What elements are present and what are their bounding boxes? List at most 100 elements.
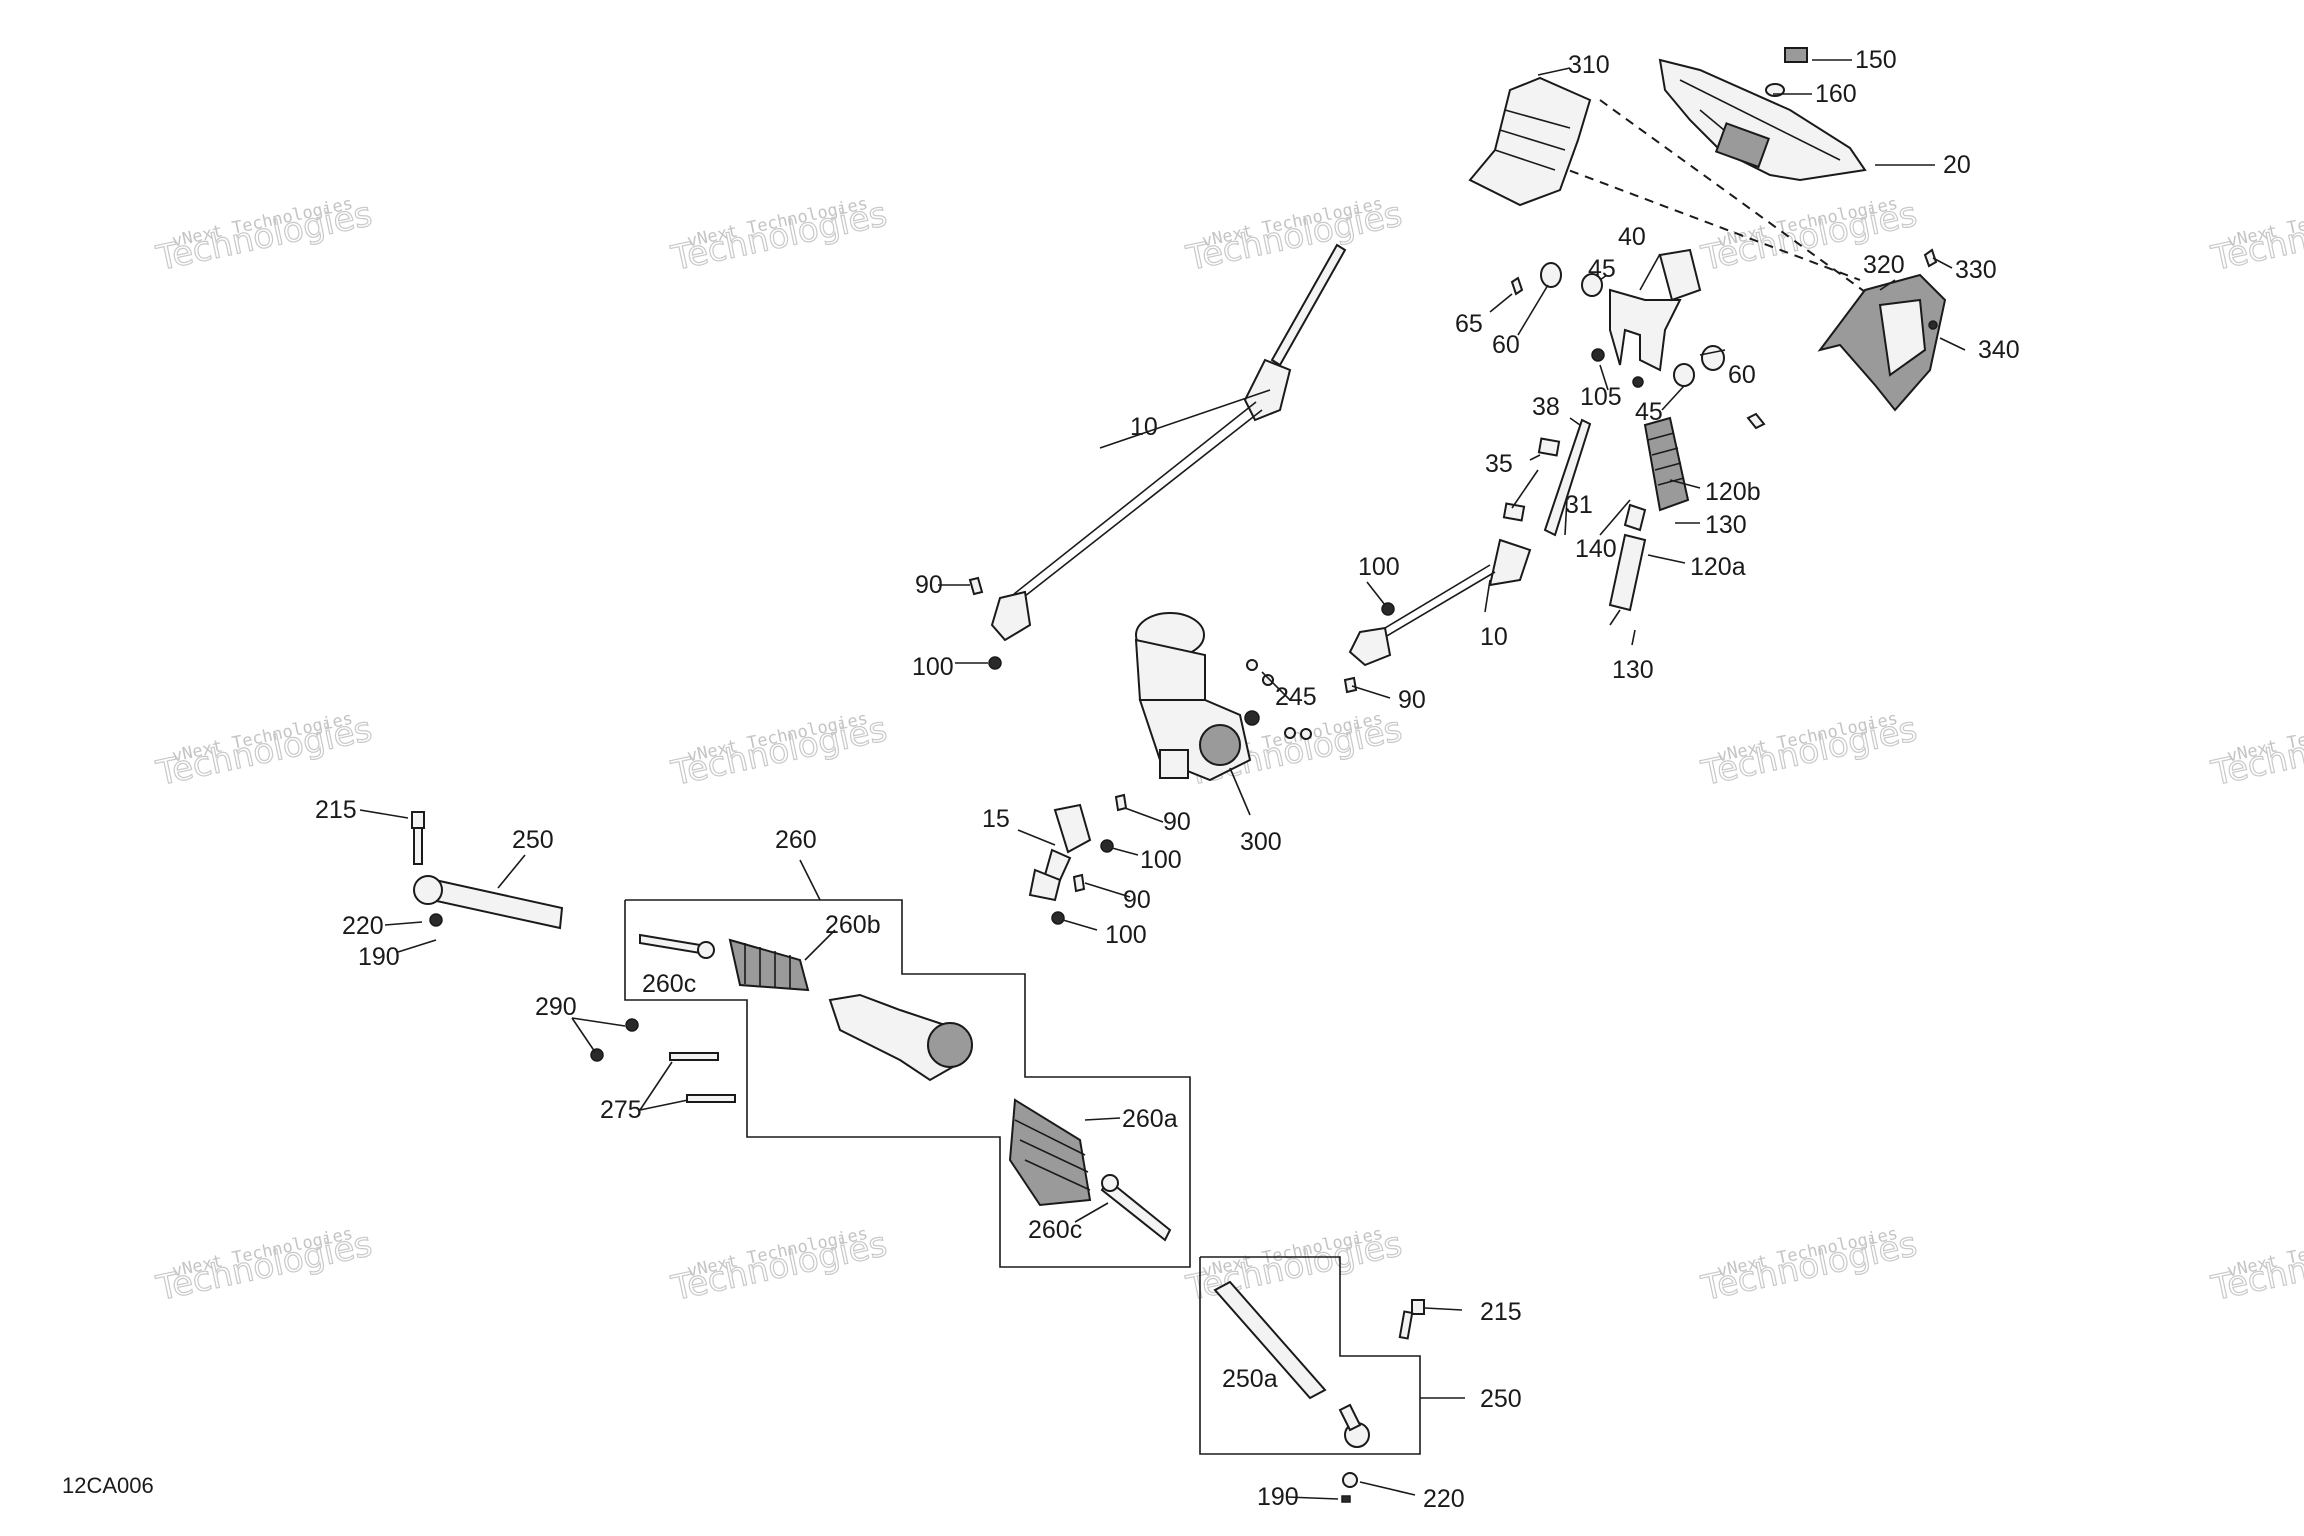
nut-245-part [1284,727,1296,739]
bolt-215-part [1398,1299,1425,1340]
steering-wheel-part [1658,58,1867,182]
callout-90: 90 [1123,886,1151,914]
callout-100: 100 [912,653,954,681]
watermark: Technologies vNext Technologies [1697,709,1921,795]
callout-60: 60 [1492,331,1520,359]
bolt-330-part [1923,248,1938,268]
diagram-code: 12CA006 [62,1473,154,1498]
callout-310: 310 [1568,51,1610,79]
bolt-90-part [968,576,984,596]
callout-20: 20 [1943,151,1971,179]
assembly-line [1599,99,1891,311]
nut-105-part [1591,348,1605,362]
callout-100: 100 [1140,846,1182,874]
power-steering-unit-part [1134,612,1260,782]
callout-245: 245 [1275,683,1317,711]
bolt-90-part [1114,793,1128,812]
callout-90: 90 [915,571,943,599]
callout-190: 190 [1257,1483,1299,1511]
callout-65: 65 [1455,310,1483,338]
steering-cover-part [1468,76,1592,207]
callout-190: 190 [358,943,400,971]
callout-260c: 260c [1028,1216,1082,1244]
bolt-275-part [686,1094,736,1103]
callout-100: 100 [1105,921,1147,949]
callout-labels: 310 150 160 20 40 45 65 60 320 330 340 1… [315,46,2020,1513]
nut-290-part [625,1018,639,1032]
watermark: Technologies vNext Technologies [667,709,891,795]
callout-215: 215 [315,796,357,824]
washer-160-part [1765,83,1785,97]
sleeve-35-part [1502,502,1526,522]
nut-245-part [1300,728,1312,740]
watermark: Technologies vNext Technologies [152,194,376,280]
bushing-45-part [1581,273,1603,297]
nut-105-part [1632,376,1644,388]
watermark: Technologies vNext Technologies [152,709,376,795]
callout-45: 45 [1588,255,1616,283]
bolt-215-part [411,811,425,865]
bolt-90-part [1072,873,1086,893]
group-box-260 [624,899,1191,1268]
bolt-275-part [669,1052,719,1061]
callout-215: 215 [1480,1298,1522,1326]
callout-340: 340 [1978,336,2020,364]
callout-35: 35 [1485,450,1513,478]
callout-320: 320 [1863,251,1905,279]
callout-130: 130 [1612,656,1654,684]
callout-100: 100 [1358,553,1400,581]
callout-130: 130 [1705,511,1747,539]
bracket-40-part [1609,248,1702,372]
housing-320-part [1817,273,1947,412]
tie-rod-250-part [413,875,564,930]
callout-260a: 260a [1122,1105,1178,1133]
callout-40: 40 [1618,223,1646,251]
callout-10: 10 [1480,623,1508,651]
callout-330: 330 [1955,256,1997,284]
callout-90: 90 [1163,808,1191,836]
callout-220: 220 [342,912,384,940]
damper-120a-part [1608,503,1647,626]
callout-250: 250 [1480,1385,1522,1413]
callout-105: 105 [1580,383,1622,411]
callout-260b: 260b [825,911,881,939]
watermark: Technologies vNext Technologies [2207,194,2304,280]
callout-260c: 260c [642,970,696,998]
nut-100-part [1381,602,1395,616]
nut-245-part [1246,659,1258,671]
callout-260: 260 [775,826,817,854]
callout-250a: 250a [1222,1365,1278,1393]
callout-31: 31 [1565,491,1593,519]
callout-140: 140 [1575,535,1617,563]
lower-shaft-15-part [1028,803,1092,902]
intermediate-shaft-upper-part [990,243,1347,642]
cotter-pin-190-part [1341,1495,1351,1503]
nut-100-part [988,656,1002,670]
callout-300: 300 [1240,828,1282,856]
callout-250: 250 [512,826,554,854]
intermediate-shaft-lower-part [1348,418,1592,667]
leader-lines [359,59,1966,1500]
callout-120a: 120a [1690,553,1746,581]
boot-120b-part [1643,416,1690,512]
callout-15: 15 [982,805,1010,833]
callout-275: 275 [600,1096,642,1124]
nut-100-part [1100,839,1114,853]
watermark: Technologies vNext Technologies [2207,709,2304,795]
callout-220: 220 [1423,1485,1465,1513]
callout-160: 160 [1815,80,1857,108]
callout-38: 38 [1532,393,1560,421]
insert-150-part [1784,47,1808,63]
steering-rack-260-part [639,933,1172,1242]
bushing-45-part [1673,363,1695,387]
watermark: Technologies vNext Technologies [1182,194,1406,280]
watermark: Technologies vNext Technologies [1182,1224,1406,1310]
nut-245-part [1262,674,1274,686]
callout-45: 45 [1635,398,1663,426]
assembly-line [1554,164,1861,281]
bolt-65-part [1510,276,1524,296]
group-box-250 [1199,1256,1421,1455]
bolt-90-part [1343,676,1358,694]
callout-90: 90 [1398,686,1426,714]
